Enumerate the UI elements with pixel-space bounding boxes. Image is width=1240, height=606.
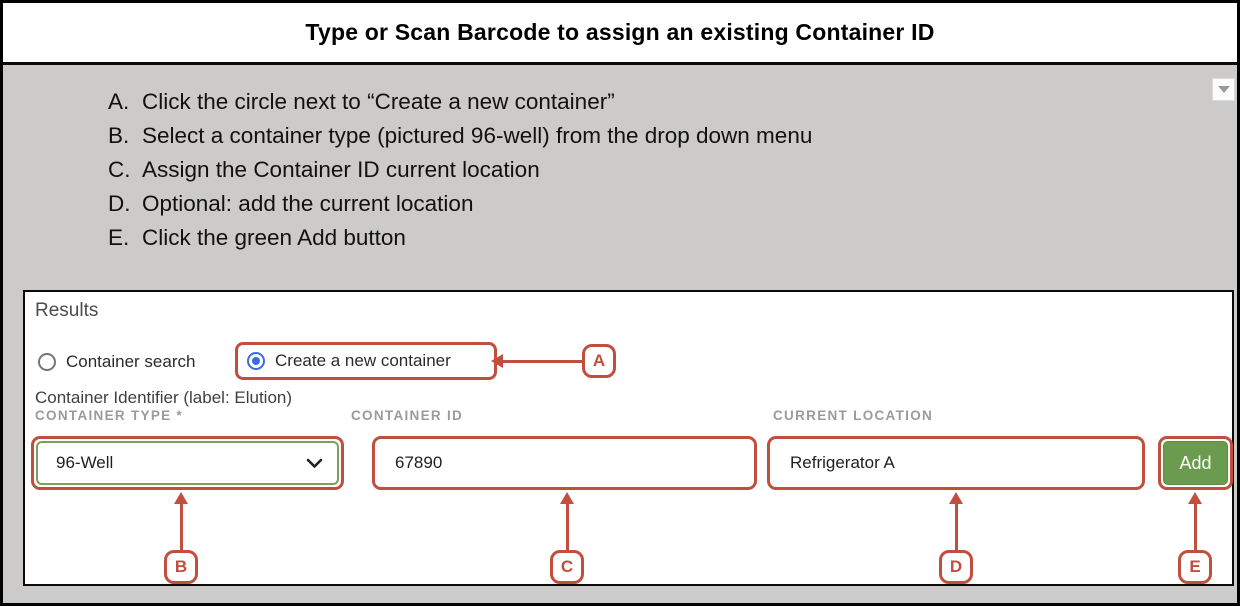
callout-badge-c: C	[550, 550, 584, 584]
container-type-value: 96-Well	[56, 453, 114, 472]
chevron-down-icon	[1217, 86, 1230, 93]
container-identifier-caption: Container Identifier (label: Elution)	[35, 388, 293, 407]
instruction-step-a: A. Click the circle next to “Create a ne…	[108, 85, 812, 119]
results-title: Results	[35, 300, 99, 321]
instruction-step-e: E. Click the green Add button	[108, 221, 812, 255]
container-search-radio-option[interactable]: Container search	[38, 344, 195, 380]
container-type-label: CONTAINER TYPE *	[35, 408, 184, 423]
callout-arrow-e	[1188, 492, 1202, 504]
step-letter: C.	[108, 157, 131, 182]
instruction-step-b: B. Select a container type (pictured 96-…	[108, 119, 812, 153]
callout-ring-current-location	[767, 436, 1145, 490]
callout-arrow-b	[174, 492, 188, 504]
callout-ring-add-button: Add	[1158, 436, 1233, 490]
current-location-label: CURRENT LOCATION	[773, 408, 934, 423]
create-container-label[interactable]: Create a new container	[275, 351, 451, 370]
container-search-label[interactable]: Container search	[66, 352, 196, 371]
step-letter: D.	[108, 191, 131, 216]
callout-arrow-c	[560, 492, 574, 504]
step-letter: E.	[108, 225, 130, 250]
header-bar: Type or Scan Barcode to assign an existi…	[3, 3, 1237, 65]
create-container-radio-option[interactable]: Create a new container	[235, 342, 497, 380]
chevron-down-icon	[306, 458, 323, 468]
callout-line-a	[502, 359, 582, 363]
callout-badge-d: D	[939, 550, 973, 584]
step-text: Assign the Container ID current location	[142, 157, 540, 182]
instruction-step-c: C. Assign the Container ID current locat…	[108, 153, 812, 187]
callout-badge-a: A	[582, 344, 616, 378]
callout-badge-e: E	[1178, 550, 1212, 584]
callout-line-c	[565, 503, 569, 550]
results-panel: Results Container search Create a new co…	[23, 290, 1234, 586]
callout-line-d	[954, 503, 958, 550]
callout-arrow-d	[949, 492, 963, 504]
step-letter: A.	[108, 89, 130, 114]
add-button[interactable]: Add	[1163, 441, 1228, 485]
radio-unselected-icon[interactable]	[38, 353, 56, 371]
step-text: Click the green Add button	[142, 225, 406, 250]
step-text: Optional: add the current location	[142, 191, 474, 216]
callout-ring-container-type: 96-Well	[31, 436, 344, 490]
step-text: Click the circle next to “Create a new c…	[142, 89, 615, 114]
collapse-button[interactable]	[1212, 78, 1235, 101]
callout-arrow-a	[491, 354, 503, 368]
callout-line-e	[1193, 503, 1197, 550]
container-type-select[interactable]: 96-Well	[36, 441, 339, 485]
instruction-step-d: D. Optional: add the current location	[108, 187, 812, 221]
container-id-label: CONTAINER ID	[351, 408, 464, 423]
step-letter: B.	[108, 123, 130, 148]
callout-badge-b: B	[164, 550, 198, 584]
callout-ring-container-id	[372, 436, 757, 490]
current-location-input[interactable]	[772, 441, 1140, 485]
instruction-list: A. Click the circle next to “Create a ne…	[108, 85, 812, 255]
callout-line-b	[179, 503, 183, 550]
container-id-input[interactable]	[377, 441, 752, 485]
step-text: Select a container type (pictured 96-wel…	[142, 123, 813, 148]
radio-selected-icon[interactable]	[247, 352, 265, 370]
page-title: Type or Scan Barcode to assign an existi…	[305, 19, 935, 45]
